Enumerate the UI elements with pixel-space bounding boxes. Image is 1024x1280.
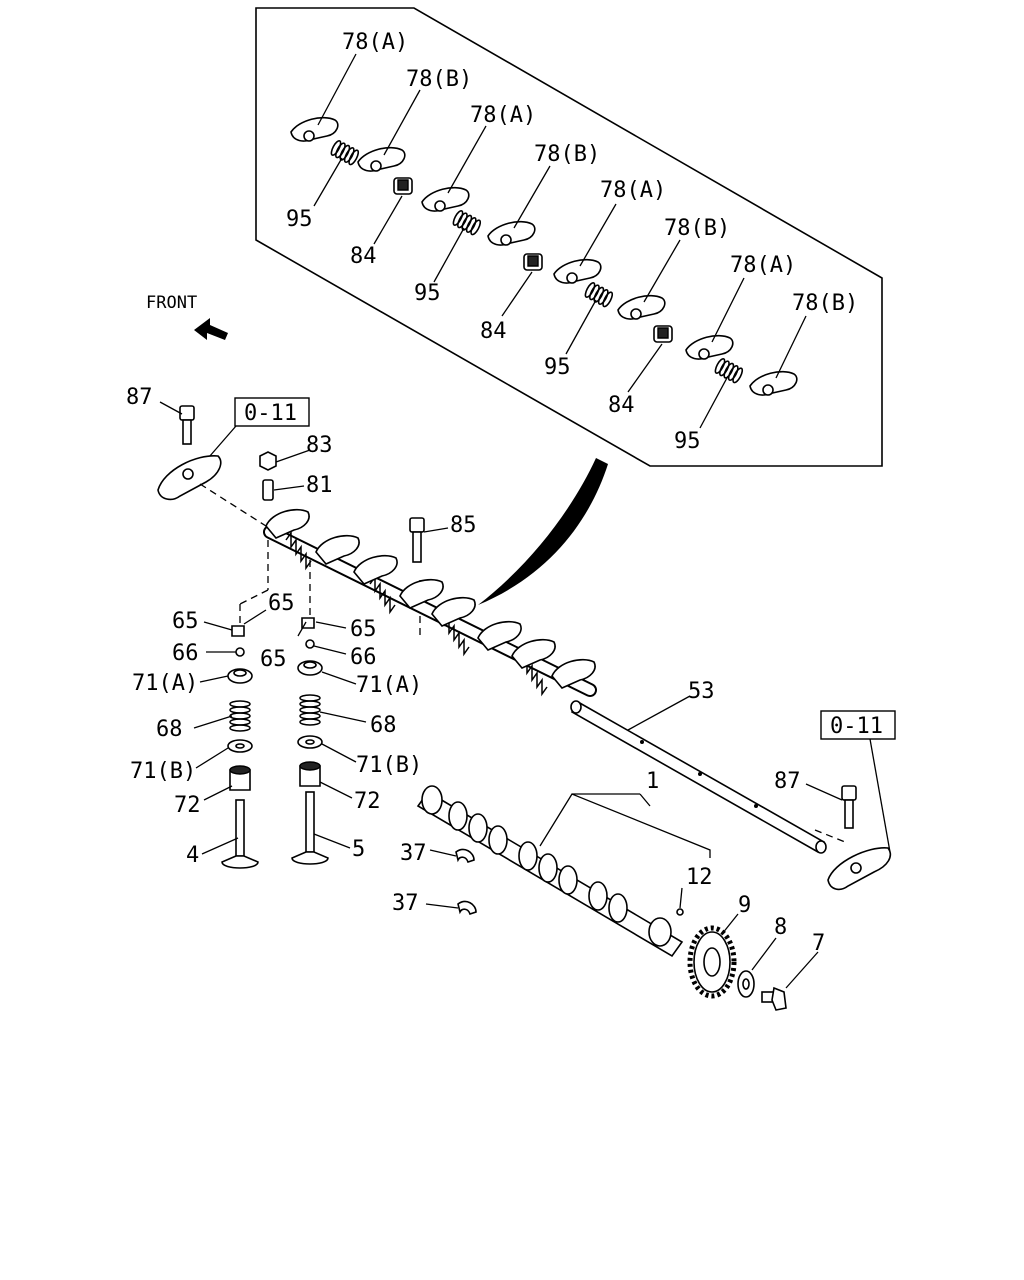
inset-leader-lines xyxy=(313,53,807,429)
rocker-shaft-bracket-right xyxy=(827,785,892,891)
camshaft-gear-bolt xyxy=(761,986,787,1011)
callout-label: 68 xyxy=(370,713,397,738)
callout-label: 4 xyxy=(186,843,199,868)
rocker-shaft-assembly xyxy=(263,508,597,697)
callout-label: 78(B) xyxy=(664,216,730,241)
rocker-arm xyxy=(290,116,339,142)
ref-box-left-label[interactable]: 0-11 xyxy=(244,401,297,426)
callout-label: 78(A) xyxy=(342,30,408,55)
rocker-arm xyxy=(553,258,602,284)
rocker-arm xyxy=(617,294,666,320)
ref-box-left[interactable] xyxy=(234,397,310,427)
callout-label: 12 xyxy=(686,865,713,890)
inset-springs xyxy=(330,139,744,384)
woodruff-key xyxy=(676,908,684,916)
valve-stack-left xyxy=(221,625,259,869)
callout-label: 84 xyxy=(480,319,507,344)
callout-label: 66 xyxy=(350,645,377,670)
callout-label: 78(A) xyxy=(600,178,666,203)
rocker-arm xyxy=(487,220,536,246)
callout-label: 37 xyxy=(392,891,419,916)
callout-label: 9 xyxy=(738,893,751,918)
callout-label: 37 xyxy=(400,841,427,866)
thrust-plate xyxy=(455,848,475,864)
assembly-dashed-lines xyxy=(199,483,846,843)
callout-label: 85 xyxy=(450,513,477,538)
callout-label: 87 xyxy=(126,385,153,410)
callout-label: 1 xyxy=(646,769,659,794)
callout-label: 78(A) xyxy=(730,253,796,278)
rocker-shaft xyxy=(570,700,827,854)
callout-label: 95 xyxy=(414,281,441,306)
front-arrow-icon xyxy=(194,318,228,340)
main-leader-lines xyxy=(159,401,843,989)
callout-label: 7 xyxy=(812,931,825,956)
bracket xyxy=(653,325,673,343)
shaft-rocker-arms xyxy=(265,508,596,689)
spring xyxy=(584,281,614,308)
callout-label: 68 xyxy=(156,717,183,742)
callout-label: 53 xyxy=(688,679,715,704)
callout-label: 65 xyxy=(260,647,287,672)
callout-labels: 78(A) 78(B) 78(A) 78(B) 78(A) 78(B) 78(A… xyxy=(126,30,858,956)
spring xyxy=(330,139,360,166)
callout-label: 72 xyxy=(174,793,201,818)
rocker-arm xyxy=(749,370,798,396)
rocker-arm xyxy=(421,186,470,212)
inset-rocker-arms xyxy=(290,116,798,396)
rocker-shaft-bracket-left xyxy=(157,405,222,501)
callout-label: 95 xyxy=(544,355,571,380)
callout-label: 71(A) xyxy=(132,671,198,696)
inset-pointer-wedge xyxy=(478,458,608,605)
callout-label: 78(B) xyxy=(406,67,472,92)
callout-label: 71(B) xyxy=(356,753,422,778)
camshaft xyxy=(416,785,684,958)
callout-label: 8 xyxy=(774,915,787,940)
callout-label: 78(B) xyxy=(792,291,858,316)
callout-label: 83 xyxy=(306,433,333,458)
spring xyxy=(714,357,744,384)
callout-label: 71(A) xyxy=(356,673,422,698)
callout-label: 84 xyxy=(350,244,377,269)
callout-label: 65 xyxy=(350,617,377,642)
callout-label: 71(B) xyxy=(130,759,196,784)
thrust-plate xyxy=(457,900,477,916)
callout-label: 72 xyxy=(354,789,381,814)
front-label: FRONT xyxy=(146,293,197,313)
ref-box-right[interactable] xyxy=(820,710,896,740)
callout-label: 78(B) xyxy=(534,142,600,167)
nut xyxy=(259,451,277,471)
callout-label: 81 xyxy=(306,473,333,498)
adjusting-screw xyxy=(262,479,274,501)
bracket xyxy=(393,177,413,195)
callout-label: 84 xyxy=(608,393,635,418)
callout-label: 5 xyxy=(352,837,365,862)
callout-label: 95 xyxy=(286,207,313,232)
rocker-arm-inset-panel xyxy=(255,7,883,467)
valve-stack-right xyxy=(291,617,329,865)
callout-label: 95 xyxy=(674,429,701,454)
callout-label: 65 xyxy=(268,591,295,616)
ref-box-right-label[interactable]: 0-11 xyxy=(830,714,883,739)
callout-label: 87 xyxy=(774,769,801,794)
callout-label: 65 xyxy=(172,609,199,634)
camshaft-gear xyxy=(687,925,737,999)
rocker-arm xyxy=(357,146,406,172)
spring xyxy=(452,209,482,236)
callout-label: 66 xyxy=(172,641,199,666)
rocker-arm xyxy=(685,334,734,360)
callout-label: 78(A) xyxy=(470,103,536,128)
inset-brackets xyxy=(393,177,673,343)
bracket xyxy=(523,253,543,271)
